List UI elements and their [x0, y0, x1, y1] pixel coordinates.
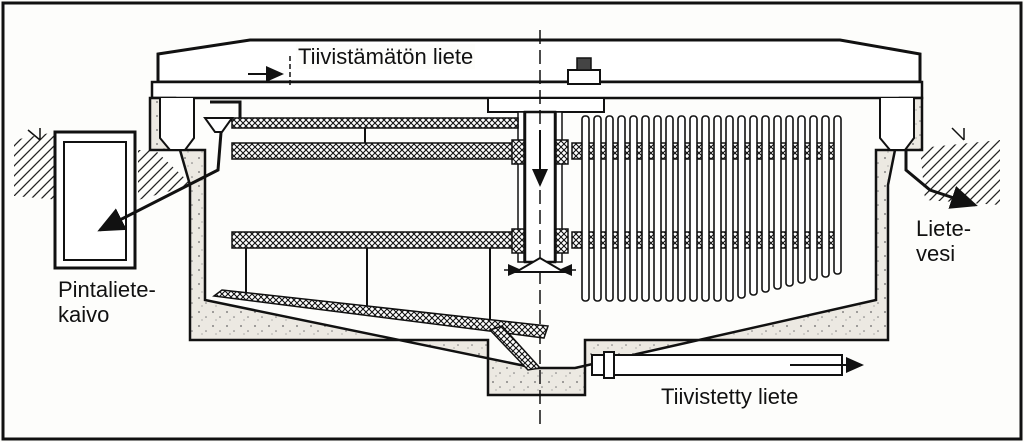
- picket-rod: [593, 115, 602, 302]
- soil-right: [920, 140, 1000, 205]
- surface-sludge-well-label-line2: kaivo: [58, 302, 110, 328]
- picket-rod: [677, 115, 686, 302]
- picket-rod: [773, 115, 782, 290]
- surface-sludge-well-label-line1: Pintaliete-: [58, 277, 156, 302]
- soil-left-inner: [138, 150, 192, 200]
- picket-rod: [605, 115, 614, 302]
- sludge-water-label-line2: vesi: [916, 241, 956, 267]
- picket-rod: [641, 115, 650, 302]
- picket-rod: [701, 115, 710, 302]
- thickened-sludge-label: Tiivistetty liete: [659, 384, 801, 410]
- tank-wall: [148, 96, 924, 397]
- picket-rod: [653, 115, 662, 302]
- picket-fence: [581, 115, 842, 302]
- bottom-scraper: [212, 289, 550, 339]
- picket-rod: [749, 115, 758, 296]
- picket-rod: [785, 115, 794, 287]
- surface-sludge-well-label: Pintaliete- kaivo: [56, 277, 158, 328]
- picket-rod: [617, 115, 626, 302]
- picket-rod: [713, 115, 722, 302]
- picket-rod: [581, 115, 590, 302]
- soil-left: [14, 132, 60, 200]
- picket-rod: [629, 115, 638, 302]
- picket-rod: [725, 115, 734, 302]
- sludge-water-label: Liete- vesi: [914, 216, 974, 267]
- unthickened-sludge-label: Tiivistämätön liete: [296, 44, 476, 70]
- picket-rod: [761, 115, 770, 293]
- picket-rod: [737, 115, 746, 299]
- drive-motor: [576, 57, 592, 71]
- sludge-water-outlet: [904, 150, 978, 209]
- picket-rod: [797, 115, 806, 284]
- picket-rod: [689, 115, 698, 302]
- picket-rod: [833, 115, 842, 275]
- picket-rod: [821, 115, 830, 278]
- surface-sludge-well: [53, 130, 137, 270]
- picket-rod: [809, 115, 818, 281]
- tank-cover: [156, 38, 922, 84]
- picket-rod: [665, 115, 674, 302]
- sludge-water-label-line1: Liete-: [916, 216, 972, 241]
